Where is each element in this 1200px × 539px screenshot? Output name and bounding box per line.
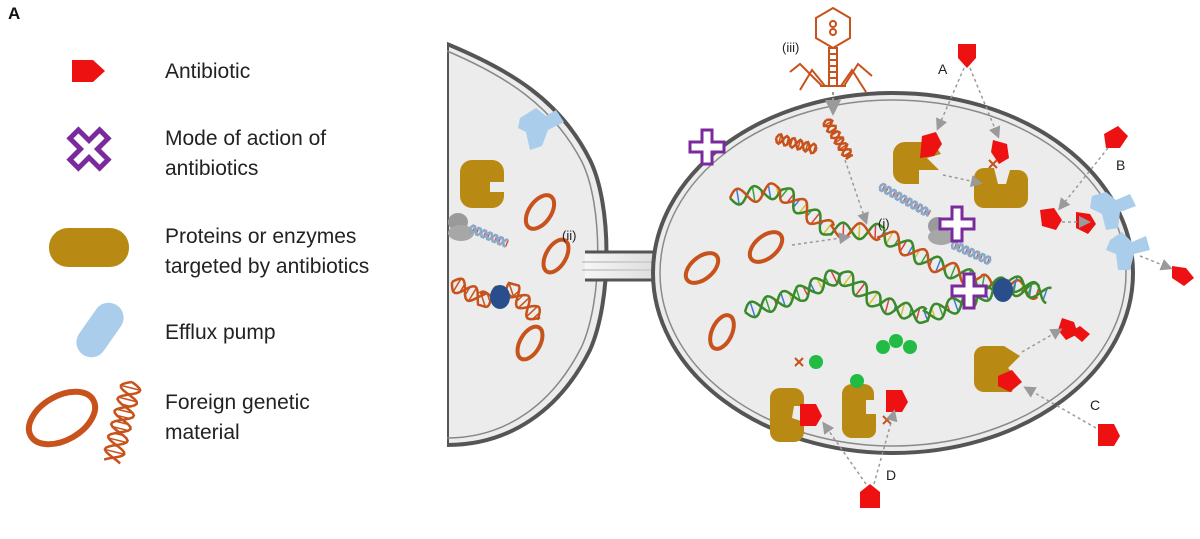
efflux-pump-legend-icon [76,302,124,358]
dna-helix-legend-icon [103,380,142,465]
blue-protein-left [490,285,510,309]
label-C: C [1090,397,1100,413]
legend-mode-of-action-label-2: antibiotics [165,157,259,180]
antibiotic-molecules [800,44,1194,508]
dna-fragment-top-left [774,132,818,155]
plasmid-rings [515,193,785,362]
mrna-strands [468,182,992,266]
legend-proteins-label-1: Proteins or enzymes [165,225,357,248]
antibiotic-legend-icon [72,60,105,82]
legend-foreign-label-2: material [165,421,240,444]
legend-icons [25,60,142,465]
blue-protein-right [993,278,1013,302]
donor-cell [447,41,609,448]
cell-diagram: (iii) (i) (ii) A B C D [447,6,1194,508]
label-A: A [938,61,948,77]
protein-legend-icon [49,228,129,267]
legend-proteins-label-2: targeted by antibiotics [165,255,370,278]
green-particles [809,334,917,388]
plasmid-legend-icon [25,388,99,448]
legend-foreign-label-1: Foreign genetic [165,391,310,414]
legend-efflux-label: Efflux pump [165,321,276,344]
dna-fragment-top [822,118,854,160]
conjugation-bridge [582,250,676,282]
label-i: (i) [878,216,890,231]
label-D: D [886,467,896,483]
bacteriophage-icon [789,6,873,93]
label-B: B [1116,157,1125,173]
efflux-pumps [518,108,1150,270]
label-ii: (ii) [562,228,576,243]
pathway-arrows [822,67,1173,485]
legend-antibiotic-label: Antibiotic [165,60,251,83]
mode-of-action-crosses [688,128,988,310]
panel-label: A [8,4,21,23]
mode-of-action-legend-icon [66,126,112,172]
label-iii: (iii) [782,40,799,55]
legend-mode-of-action-label-1: Mode of action of [165,127,327,150]
